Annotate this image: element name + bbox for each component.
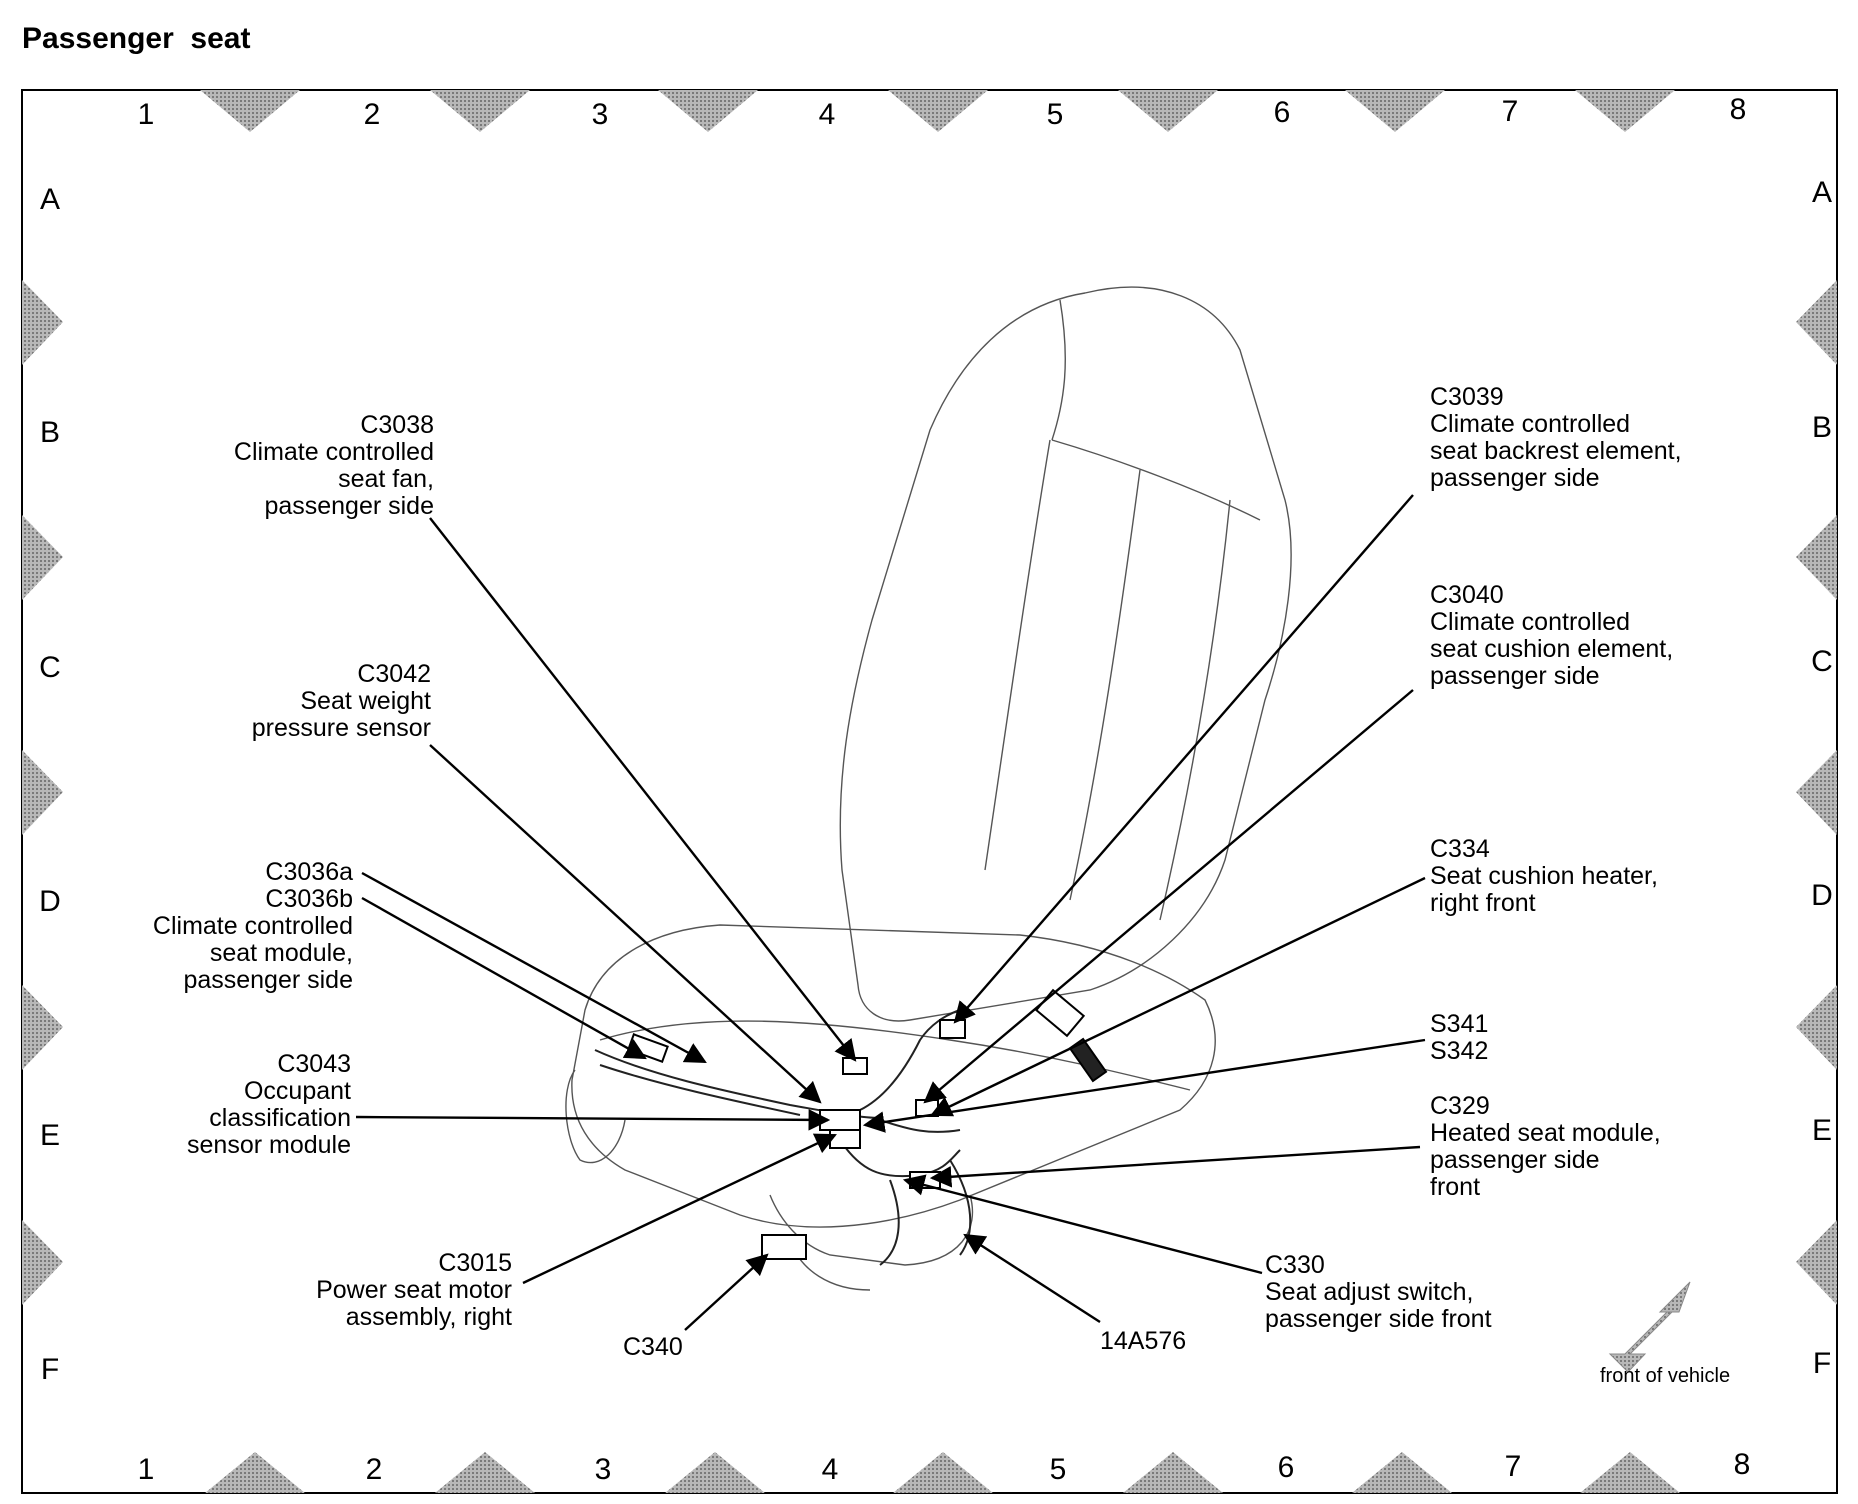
front-of-vehicle-label: front of vehicle: [1600, 1365, 1731, 1387]
grid-row-right-e: E: [1811, 1114, 1833, 1147]
callout-c3042-code: C3042: [357, 660, 431, 688]
connector-c340: [761, 1234, 807, 1260]
callout-c329-code: C329: [1430, 1092, 1490, 1120]
diagram-border: [21, 89, 1838, 1494]
callout-c340-code: C340: [623, 1333, 683, 1361]
seat-illustration: [565, 286, 1292, 1291]
leader-c329: [929, 1145, 1421, 1188]
grid-row-left-d: D: [39, 885, 61, 918]
leader-s341: [862, 1038, 1426, 1133]
connector-c3039: [939, 1019, 966, 1039]
callout-c329: C329 Heated seat module, passenger side …: [1430, 1092, 1661, 1201]
leader-14a576: [963, 1233, 1101, 1324]
grid-col-top-7: 7: [1501, 95, 1519, 128]
leader-c3036b: [361, 896, 647, 1060]
leader-c3015: [522, 1133, 837, 1285]
grid-col-top-3: 3: [591, 98, 609, 131]
grid-col-top-6: 6: [1273, 96, 1291, 129]
grid-col-bottom-7: 7: [1504, 1450, 1522, 1483]
grid-row-left-e: E: [39, 1119, 61, 1152]
callout-c3039: C3039 Climate controlled seat backrest e…: [1430, 383, 1682, 492]
callout-s341-code: S341: [1430, 1010, 1489, 1038]
top-grid-markers: [200, 90, 1675, 132]
seat-backrest-inner: [1051, 439, 1261, 521]
grid-col-bottom-8: 8: [1733, 1448, 1751, 1481]
grid-row-right-d: D: [1811, 879, 1833, 912]
grid-col-top-4: 4: [818, 98, 836, 131]
connector-front-heater: [1068, 1037, 1108, 1083]
bottom-grid-markers: [205, 1452, 1680, 1493]
grid-col-bottom-4: 4: [821, 1453, 839, 1486]
callout-c334-code: C334: [1430, 835, 1490, 863]
callout-c3038-code: C3038: [360, 411, 434, 439]
callout-c334: C334 Seat cushion heater, right front: [1430, 835, 1658, 917]
callout-c3036a-code: C3036a: [265, 858, 353, 886]
leader-lines: [355, 494, 1426, 1331]
leader-c3042: [429, 744, 822, 1104]
callout-c330-code: C330: [1265, 1251, 1325, 1279]
grid-col-bottom-6: 6: [1277, 1451, 1295, 1484]
callout-14a576-code: 14A576: [1100, 1327, 1187, 1355]
wiring-harness: [594, 1009, 972, 1266]
callout-c3015: C3015 Power seat motor assembly, right: [316, 1249, 512, 1331]
seat-side-bolster: [565, 1069, 626, 1164]
front-of-vehicle-arrow-icon: [1608, 1281, 1691, 1373]
grid-row-right-f: F: [1812, 1347, 1832, 1380]
leader-c3038: [429, 517, 857, 1062]
callout-c3039-code: C3039: [1430, 383, 1504, 411]
right-grid-markers: [1796, 280, 1837, 1305]
leader-c3036a: [361, 871, 707, 1064]
leader-c340: [684, 1253, 769, 1331]
left-grid-markers: [22, 280, 63, 1305]
callout-c3015-code: C3015: [438, 1249, 512, 1277]
grid-col-bottom-5: 5: [1049, 1453, 1067, 1486]
grid-row-left-a: A: [39, 183, 61, 216]
seat-cushion-outline: [571, 924, 1216, 1228]
leader-c3040: [923, 689, 1414, 1104]
callout-c340: C340: [623, 1334, 683, 1361]
callout-14a576: 14A576: [1100, 1328, 1186, 1355]
callout-c3043-code: C3043: [277, 1050, 351, 1078]
grid-row-right-b: B: [1811, 411, 1833, 444]
leader-c330: [902, 1174, 1263, 1275]
connector-c334: [1034, 988, 1086, 1038]
grid-col-top-8: 8: [1729, 93, 1747, 126]
grid-col-bottom-1: 1: [137, 1453, 155, 1486]
callout-c3043: C3043 Occupant classification sensor mod…: [187, 1050, 351, 1159]
callout-c3038: C3038 Climate controlled seat fan, passe…: [233, 411, 434, 520]
callout-c3040: C3040 Climate controlled seat cushion el…: [1430, 581, 1674, 690]
leader-c3043: [355, 1109, 831, 1131]
grid-row-left-c: C: [39, 651, 61, 684]
grid-row-left-b: B: [39, 416, 61, 449]
callout-s341-s342: S341 S342: [1430, 1011, 1488, 1065]
leader-c3039: [953, 494, 1414, 1024]
leader-c334: [930, 876, 1426, 1117]
page-title: Passenger seat: [22, 22, 251, 55]
callout-c330: C330 Seat adjust switch, passenger side …: [1265, 1251, 1492, 1333]
grid-col-top-5: 5: [1046, 98, 1064, 131]
callout-c3036b-code: C3036b: [265, 885, 353, 913]
grid-col-top-1: 1: [137, 98, 155, 131]
callout-c3036: C3036a C3036b Climate controlled seat mo…: [152, 858, 353, 994]
callout-s342-code: S342: [1430, 1037, 1489, 1065]
connector-c3015: [829, 1129, 861, 1149]
grid-row-right-a: A: [1811, 176, 1833, 209]
callout-c3042: C3042 Seat weight pressure sensor: [251, 660, 431, 742]
grid-col-bottom-2: 2: [365, 1453, 383, 1486]
grid-row-right-c: C: [1811, 645, 1833, 678]
seat-backrest-outline: [839, 286, 1292, 1022]
grid-col-top-2: 2: [363, 98, 381, 131]
connector-c3038: [842, 1057, 868, 1075]
callout-c3040-code: C3040: [1430, 581, 1504, 609]
grid-col-bottom-3: 3: [594, 1453, 612, 1486]
grid-row-left-f: F: [40, 1353, 60, 1386]
